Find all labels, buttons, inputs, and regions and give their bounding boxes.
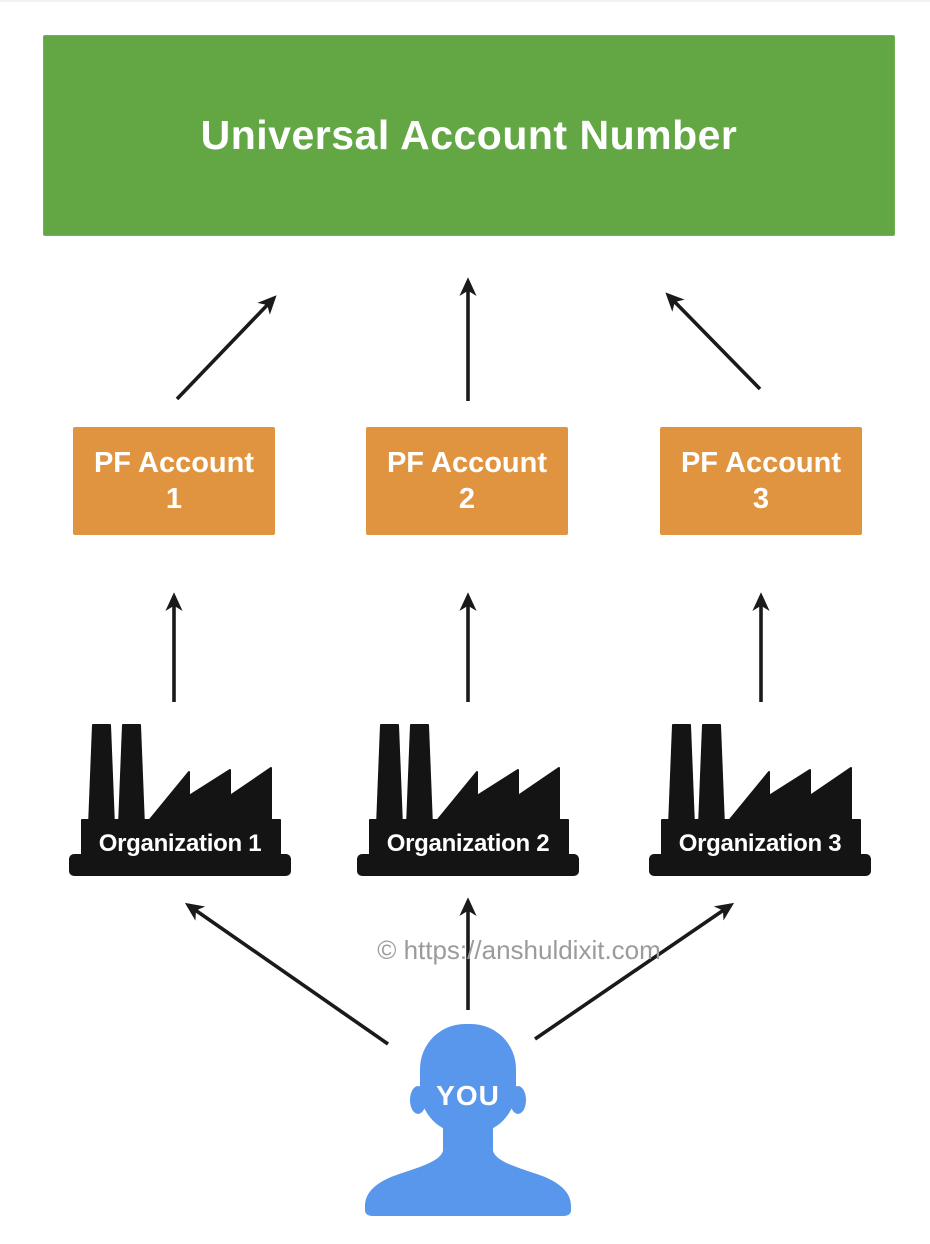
user-you-label: YOU — [436, 1080, 500, 1111]
factory-base — [357, 854, 579, 876]
factory-chimney — [668, 724, 695, 827]
factory-icon — [69, 724, 291, 876]
pf-account-2-number: 2 — [458, 483, 476, 515]
user-you: YOU — [357, 1020, 579, 1216]
watermark: © https://anshuldixit.com — [377, 935, 661, 965]
organization-3-label: Organization 3 — [678, 830, 842, 857]
organization-1-label: Organization 1 — [98, 830, 262, 857]
factory-icon — [357, 724, 579, 876]
factory-sawtooth-roof — [727, 767, 852, 825]
organization-2-label: Organization 2 — [386, 830, 550, 857]
factory-chimney — [88, 724, 115, 827]
factory-chimney — [118, 724, 145, 827]
organization-2: Organization 2 — [356, 722, 580, 877]
organization-1: Organization 1 — [68, 722, 292, 877]
person-shoulders — [365, 1116, 571, 1216]
factory-base — [649, 854, 871, 876]
pf-account-2-label: PF Account — [386, 447, 548, 479]
person-icon — [365, 1024, 571, 1216]
factory-base — [69, 854, 291, 876]
pf-account-1-number: 1 — [165, 483, 183, 515]
pf-account-3-number: 3 — [752, 483, 770, 515]
uan-label: Universal Account Number — [200, 112, 738, 158]
factory-chimney — [406, 724, 433, 827]
factory-sawtooth-roof — [147, 767, 272, 825]
person-head — [420, 1024, 516, 1134]
pf-account-3-box: PF Account 3 — [660, 427, 862, 535]
factory-body — [369, 819, 569, 861]
factory-chimney — [698, 724, 725, 827]
factory-body — [661, 819, 861, 861]
pf-account-2-box: PF Account 2 — [366, 427, 568, 535]
arrow-pf1-to-uan — [175, 295, 277, 401]
organization-3: Organization 3 — [648, 722, 872, 877]
uan-box: Universal Account Number — [43, 35, 895, 236]
arrow-you-to-org3 — [533, 902, 735, 1041]
arrow-you-to-org1 — [184, 902, 390, 1046]
factory-chimney — [376, 724, 403, 827]
factory-icon — [649, 724, 871, 876]
pf-account-1-label: PF Account — [93, 447, 255, 479]
pf-account-1-box: PF Account 1 — [73, 427, 275, 535]
arrow-pf3-to-uan — [665, 292, 762, 391]
factory-sawtooth-roof — [435, 767, 560, 825]
factory-body — [81, 819, 281, 861]
pf-account-3-label: PF Account — [680, 447, 842, 479]
